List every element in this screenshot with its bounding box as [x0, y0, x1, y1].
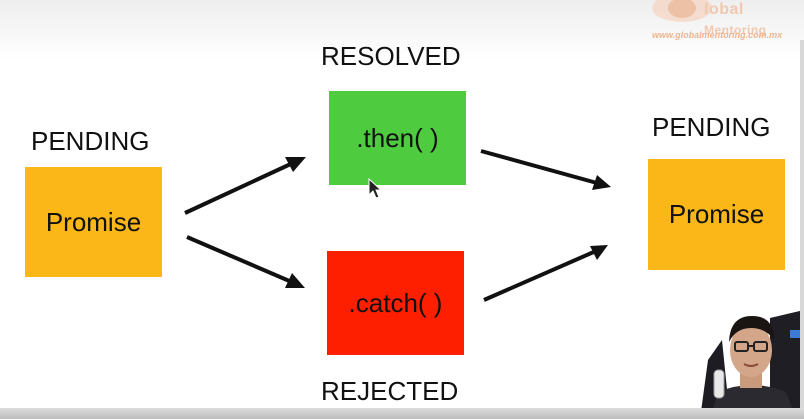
globe-icon [652, 0, 712, 22]
right-promise-text: Promise [668, 199, 765, 229]
brand-logo [640, 0, 804, 48]
brand-name: lobal Mentoring [704, 0, 767, 40]
right-promise-box: Promise [648, 159, 785, 270]
top-state-label: RESOLVED [321, 41, 461, 71]
left-promise-text: Promise [45, 206, 142, 237]
brand-name-line2: Mentoring [704, 23, 767, 37]
left-state-label: PENDING [31, 126, 150, 156]
catch-box: .catch( ) [327, 251, 464, 355]
presenter-webcam [700, 300, 804, 419]
then-text: .then( ) [356, 122, 439, 153]
right-edge-frame [800, 40, 804, 419]
arrow-rejected-to-pending [483, 245, 608, 302]
mouse-pointer-icon [368, 177, 383, 205]
brand-url: www.globalmentoring.com.mx [652, 30, 783, 40]
catch-text: .catch( ) [348, 287, 443, 318]
arrow-pending-to-resolved [184, 157, 306, 215]
then-box: .then( ) [329, 91, 466, 185]
arrow-pending-to-rejected [186, 235, 305, 288]
brand-name-line1: lobal [704, 1, 744, 18]
right-state-label: PENDING [652, 112, 771, 142]
bottom-bar [0, 408, 804, 419]
bottom-state-label: REJECTED [321, 376, 459, 406]
arrow-resolved-to-pending [480, 149, 611, 190]
left-promise-box: Promise [25, 167, 162, 277]
